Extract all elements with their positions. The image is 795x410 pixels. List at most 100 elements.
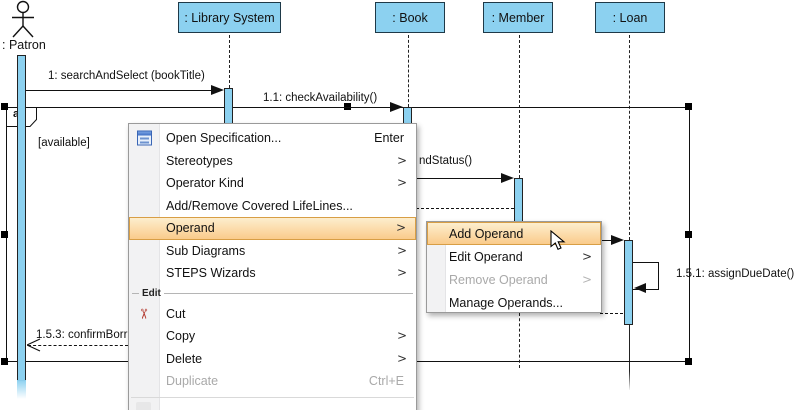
- lifeline-line-book[interactable]: [408, 35, 409, 107]
- menu-item-add-operand[interactable]: Add Operand: [427, 222, 601, 245]
- menu-item-shortcut: Enter: [374, 131, 404, 146]
- menu-item-label: Stereotypes: [166, 153, 233, 168]
- lifeline-label: : Library System: [184, 10, 275, 25]
- submenu-arrow-icon: >: [396, 351, 407, 366]
- activation-member[interactable]: [514, 178, 523, 222]
- menu-item-label: Operand: [166, 221, 215, 236]
- message-status-label: ndStatus(): [419, 155, 473, 167]
- actor-patron-icon[interactable]: [4, 0, 42, 40]
- submenu-arrow-icon: >: [581, 248, 592, 263]
- message-1-line[interactable]: [26, 90, 212, 91]
- selection-handle[interactable]: [685, 358, 692, 365]
- context-menu-gutter: [129, 124, 160, 410]
- lifeline-head-book[interactable]: : Book: [375, 2, 445, 33]
- message-status-line[interactable]: [415, 178, 501, 179]
- selection-handle[interactable]: [685, 231, 692, 238]
- open-specification-icon: [137, 130, 152, 146]
- lifeline-line-library[interactable]: [229, 35, 230, 88]
- scissors-icon: ✂: [134, 307, 151, 320]
- submenu-arrow-icon: >: [396, 265, 407, 280]
- lifeline-line-member[interactable]: [519, 313, 520, 368]
- message-1-1-line[interactable]: [233, 107, 390, 108]
- menu-item-cut[interactable]: ✂ Cut: [129, 303, 416, 326]
- lifeline-line-member[interactable]: [519, 35, 520, 178]
- message-1-5-3-label: 1.5.3: confirmBorr: [36, 329, 128, 341]
- menu-item-copy[interactable]: Copy >: [129, 325, 416, 348]
- menu-item-label: Operator Kind: [166, 176, 244, 191]
- lifeline-label: : Loan: [612, 10, 648, 25]
- edit-group-label: Edit: [142, 288, 161, 299]
- return-loan-line[interactable]: [600, 313, 623, 314]
- menu-item-label: Add Operand: [449, 226, 524, 241]
- menu-item-label: STEPS Wizards: [166, 266, 256, 281]
- selection-handle[interactable]: [685, 103, 692, 110]
- selection-handle[interactable]: [1, 103, 8, 110]
- lifeline-head-member[interactable]: : Member: [483, 2, 553, 33]
- submenu-arrow-icon: >: [396, 153, 407, 168]
- lifeline-line-loan[interactable]: [629, 325, 630, 390]
- separator-line: [132, 293, 139, 294]
- guard-label: [available]: [38, 137, 90, 149]
- menu-item-label: Remove Operand: [449, 272, 548, 287]
- selection-handle[interactable]: [344, 103, 351, 110]
- message-1-1-arrowhead-icon: [390, 102, 403, 112]
- menu-item-steps-wizards[interactable]: STEPS Wizards >: [129, 262, 416, 285]
- activation-loan[interactable]: [624, 240, 633, 325]
- message-1-5-3-line[interactable]: [28, 345, 128, 346]
- activation-library[interactable]: [224, 88, 233, 126]
- menu-item-duplicate: Duplicate Ctrl+E: [129, 370, 416, 393]
- message-1-5-3-open-arrowhead-icon: [27, 338, 41, 352]
- lifeline-line-loan[interactable]: [629, 35, 630, 240]
- activation-patron-fade: [17, 380, 26, 399]
- menu-item-sub-diagrams[interactable]: Sub Diagrams >: [129, 240, 416, 263]
- submenu-arrow-icon: >: [581, 271, 592, 286]
- separator-line: [131, 396, 414, 398]
- lifeline-label: : Member: [491, 10, 545, 25]
- menu-item-label: Open Specification...: [166, 131, 282, 146]
- submenu-arrow-icon: >: [396, 328, 407, 343]
- message-1-5-1-arrowhead-icon: [634, 283, 646, 293]
- mouse-cursor-icon: [550, 230, 566, 251]
- menu-item-operator-kind[interactable]: Operator Kind >: [129, 172, 416, 195]
- menu-item-delete[interactable]: Delete >: [129, 348, 416, 371]
- lifeline-head-loan[interactable]: : Loan: [595, 2, 665, 33]
- menu-item-edit-operand[interactable]: Edit Operand >: [427, 245, 601, 268]
- activation-patron[interactable]: [17, 55, 26, 381]
- menu-item-label: Duplicate: [166, 374, 219, 389]
- message-1-5-1-self-loop[interactable]: [633, 262, 659, 290]
- menu-item-shortcut: Ctrl+E: [368, 374, 404, 389]
- menu-item-open-specification[interactable]: Open Specification... Enter: [129, 127, 416, 150]
- message-loan-line[interactable]: [600, 240, 612, 241]
- submenu-arrow-icon: >: [395, 220, 406, 235]
- message-1-arrowhead-icon: [211, 85, 224, 95]
- menu-item-operand[interactable]: Operand >: [129, 217, 416, 240]
- menu-item-label: Sub Diagrams: [166, 243, 246, 258]
- message-1-1-label: 1.1: checkAvailability(): [263, 92, 378, 104]
- menu-item-label: Copy: [166, 329, 196, 344]
- lifeline-label: : Book: [392, 10, 428, 25]
- submenu-arrow-icon: >: [396, 175, 407, 190]
- menu-item-manage-operands[interactable]: Manage Operands...: [427, 291, 601, 314]
- menu-item-label: Cut: [166, 306, 186, 321]
- menu-item-add-remove-covered-lifelines[interactable]: Add/Remove Covered LifeLines...: [129, 195, 416, 218]
- message-loan-arrowhead-icon: [611, 235, 624, 245]
- lifeline-head-library-system[interactable]: : Library System: [178, 2, 281, 33]
- selection-handle[interactable]: [1, 358, 8, 365]
- context-menu: Open Specification... Enter Stereotypes …: [128, 123, 417, 410]
- menu-item-label: Manage Operands...: [449, 295, 563, 310]
- separator-line: [163, 293, 413, 294]
- edit-group-separator: Edit: [129, 285, 416, 303]
- return-message-line[interactable]: [416, 208, 514, 209]
- submenu-arrow-icon: >: [396, 243, 407, 258]
- menu-item-label: Add/Remove Covered LifeLines...: [166, 198, 353, 213]
- operand-submenu: Add Operand Edit Operand > Remove Operan…: [426, 221, 602, 313]
- menu-item-stereotypes[interactable]: Stereotypes >: [129, 150, 416, 173]
- message-1-5-1-label: 1.5.1: assignDueDate(): [676, 268, 795, 280]
- menu-item-label: Edit Operand: [449, 249, 523, 264]
- selection-handle[interactable]: [1, 231, 8, 238]
- message-status-arrowhead-icon: [501, 173, 514, 183]
- menu-item-label: Delete: [166, 351, 203, 366]
- actor-patron-label: : Patron: [2, 38, 46, 52]
- partial-menu-item-icon: [136, 402, 151, 410]
